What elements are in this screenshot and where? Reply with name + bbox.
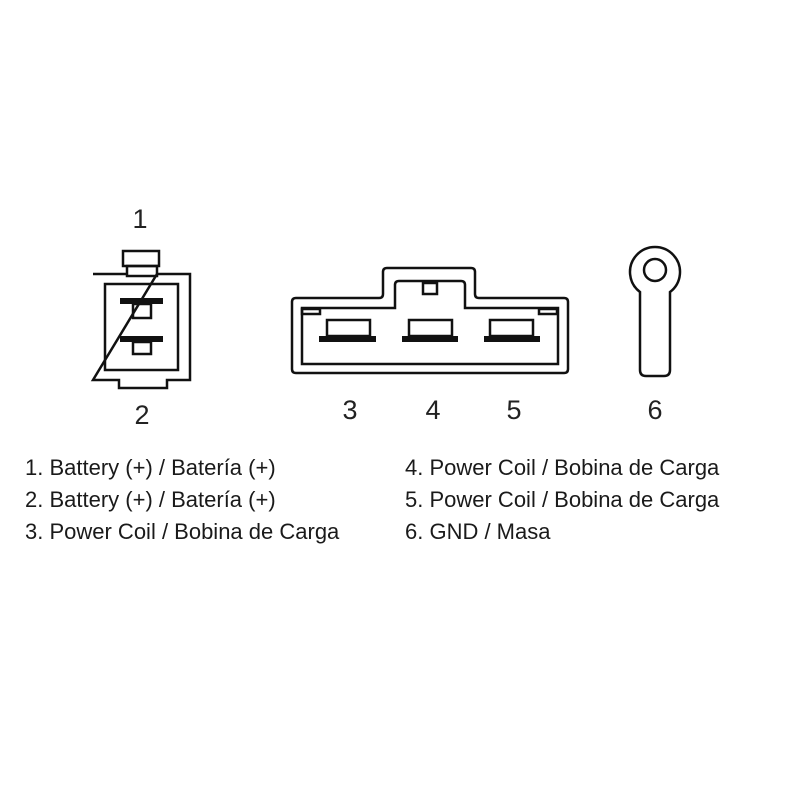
legend-item: 3. Power Coil / Bobina de Carga — [25, 519, 340, 544]
two-pin-connector — [90, 249, 192, 390]
legend-item: 5. Power Coil / Bobina de Carga — [405, 487, 720, 512]
pin-label-2: 2 — [134, 400, 149, 430]
legend-item: 4. Power Coil / Bobina de Carga — [405, 455, 720, 480]
legend-right: 4. Power Coil / Bobina de Carga 5. Power… — [405, 452, 719, 548]
legend-left: 1. Battery (+) / Batería (+) 2. Battery … — [25, 452, 339, 548]
pin-label-5: 5 — [506, 395, 521, 425]
pin-label-3: 3 — [342, 395, 357, 425]
legend-item: 6. GND / Masa — [405, 519, 551, 544]
pin-label-6: 6 — [647, 395, 662, 425]
legend-item: 1. Battery (+) / Batería (+) — [25, 455, 276, 480]
three-pin-connector — [290, 266, 570, 375]
pin-label-4: 4 — [425, 395, 440, 425]
legend-item: 2. Battery (+) / Batería (+) — [25, 487, 276, 512]
ring-terminal — [628, 245, 682, 378]
pin-label-1: 1 — [132, 204, 147, 234]
